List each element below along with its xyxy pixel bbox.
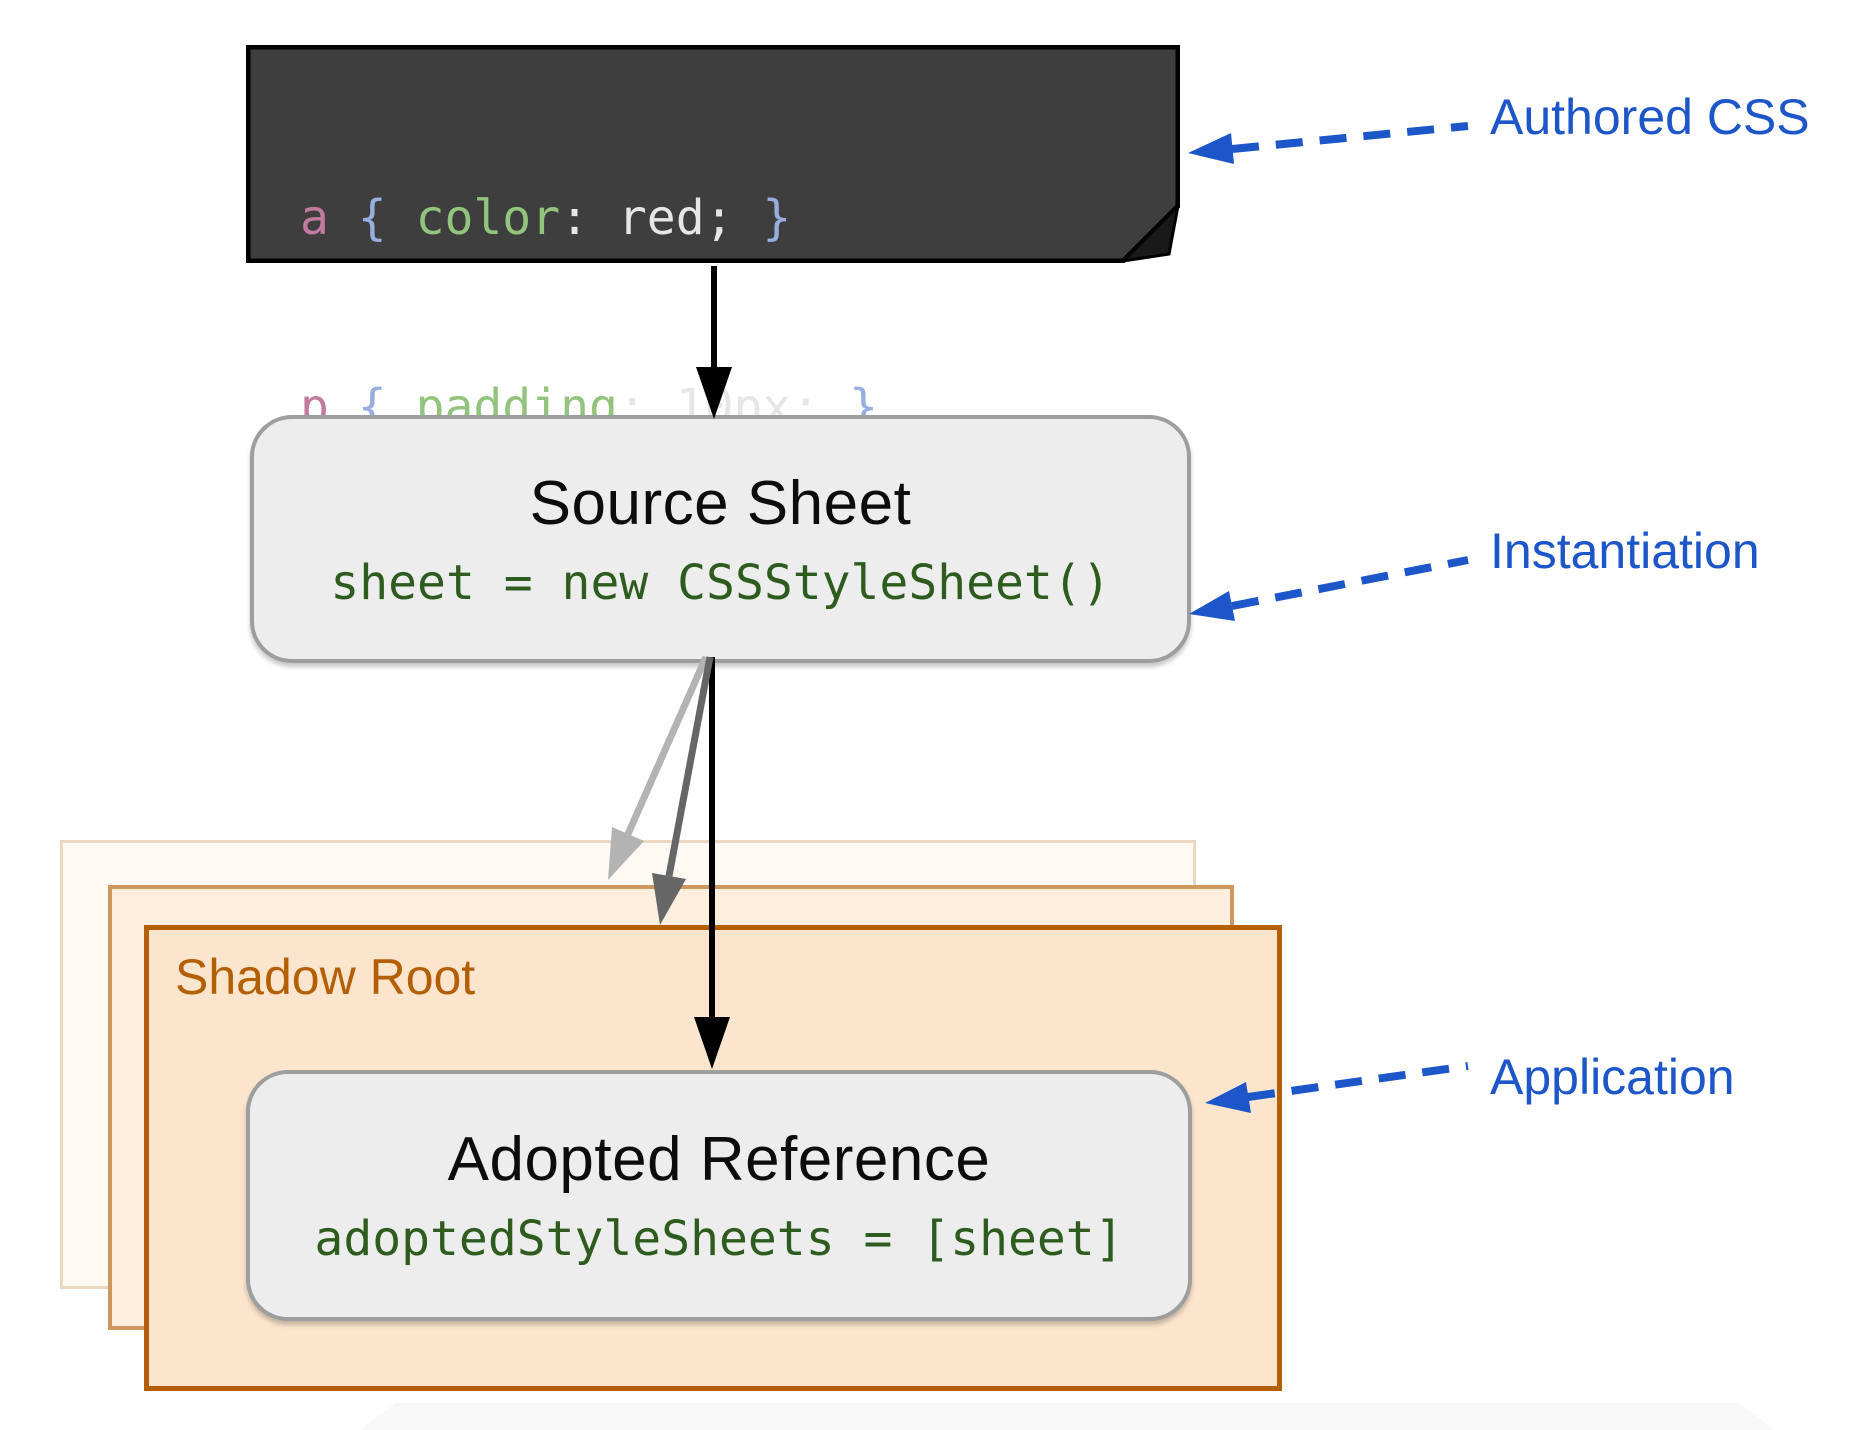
annotation-arrow-authored-css — [1188, 122, 1469, 164]
css-close-brace: } — [762, 190, 792, 246]
annotation-label-authored-css: Authored CSS — [1490, 89, 1810, 145]
adopted-reference-code: adoptedStyleSheets = [sheet] — [314, 1211, 1124, 1267]
source-sheet-code: sheet = new CSSStyleSheet() — [330, 554, 1111, 611]
authored-css-note: a { color: red; } p { padding: 10px; } — [246, 45, 1180, 435]
css-property: color — [415, 190, 561, 246]
source-sheet-box: Source Sheet sheet = new CSSStyleSheet() — [250, 415, 1191, 663]
css-rule-line: a { color: red; } — [300, 187, 878, 250]
css-selector: a — [300, 190, 329, 246]
adopted-reference-title: Adopted Reference — [447, 1125, 991, 1194]
page-shadow-artifact — [360, 1403, 1775, 1430]
annotation-label-instantiation: Instantiation — [1490, 523, 1760, 579]
css-value: : red; — [560, 190, 763, 246]
css-open-brace: { — [328, 190, 416, 246]
annotation-arrow-instantiation — [1189, 556, 1469, 621]
note-fold-corner — [1118, 201, 1180, 263]
adopted-reference-box: Adopted Reference adoptedStyleSheets = [… — [246, 1070, 1192, 1321]
folded-note-shape — [246, 45, 1180, 263]
annotation-label-application: Application — [1490, 1049, 1735, 1105]
shadow-root-label: Shadow Root — [175, 949, 476, 1005]
source-sheet-title: Source Sheet — [529, 468, 912, 538]
